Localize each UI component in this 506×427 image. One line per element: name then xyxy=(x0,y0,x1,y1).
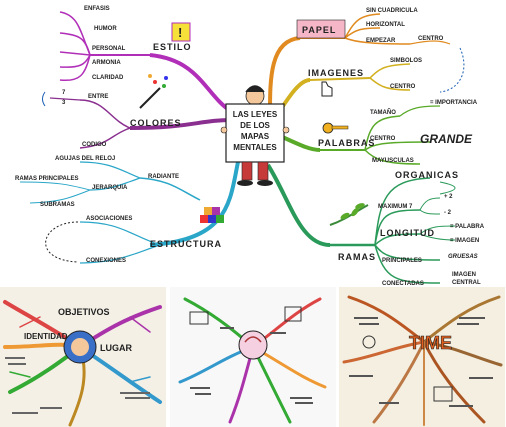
estructura-item-radiante: RADIANTE xyxy=(148,174,179,180)
estructura-title: ESTRUCTURA xyxy=(150,239,222,249)
palabras-item-mayusculas: MAYUSCULAS xyxy=(372,158,414,164)
branch-palabras: PALABRAS TAMAÑO = IMPORTANCIA CENTRO GRA… xyxy=(277,100,478,165)
ramas-item-maximum: MAXIMUM 7 xyxy=(378,204,413,210)
colores-item-codigo: CODIGO xyxy=(82,142,107,148)
imagenes-title: IMAGENES xyxy=(308,68,364,78)
papel-box xyxy=(296,19,346,39)
imagenes-item-simbolos: SIMBOLOS xyxy=(390,58,422,64)
estructura-item-asociaciones: ASOCIACIONES xyxy=(86,216,132,222)
thumb3-text-time: TIME xyxy=(409,333,452,353)
estructura-item-agujas: AGUJAS DEL RELOJ xyxy=(55,156,115,162)
branch-papel: PAPEL SIN CUADRICULA HORIZONTAL EMPEZAR … xyxy=(268,8,465,113)
estilo-item-armonia: ARMONIA xyxy=(92,60,121,66)
estructura-item-jerarquia: JERARQUIA xyxy=(92,185,128,191)
thumbnail-2 xyxy=(169,287,337,427)
thumb1-text-objetivos: OBJETIVOS xyxy=(58,307,110,317)
thumb1-text-identidad: IDENTIDAD xyxy=(24,332,68,341)
papel-title: PAPEL xyxy=(302,25,336,35)
colores-number-7: 7 xyxy=(62,90,66,96)
thumbnail-1: OBJETIVOS IDENTIDAD LUGAR xyxy=(0,287,167,427)
palabras-item-importancia: = IMPORTANCIA xyxy=(430,100,478,106)
thumbnail-3: TIME xyxy=(339,287,506,427)
papel-item-sin-cuadricula: SIN CUADRICULA xyxy=(366,8,418,14)
imagenes-item-centro: CENTRO xyxy=(390,84,416,90)
colores-title: COLORES xyxy=(130,118,182,128)
colores-number-3: 3 xyxy=(62,100,66,106)
thumb1-text-lugar: LUGAR xyxy=(100,343,132,353)
papel-item-horizontal: HORIZONTAL xyxy=(366,22,405,28)
svg-text:!: ! xyxy=(178,25,182,40)
magic-wand-icon xyxy=(139,74,168,109)
center-line-1: LAS LEYES xyxy=(233,110,278,119)
ramas-item-minus2: - 2 xyxy=(444,210,452,216)
branch-estilo: ESTILO ENFASIS HUMOR PERSONAL ARMONIA CL… xyxy=(59,6,234,114)
central-figure: LAS LEYES DE LOS MAPAS MENTALES xyxy=(220,85,290,186)
palabras-item-tamano: TAMAÑO xyxy=(370,109,396,116)
ramas-item-organicas: ORGANICAS xyxy=(395,170,459,180)
thumbnail-strip: OBJETIVOS IDENTIDAD LUGAR xyxy=(0,287,506,427)
ramas-item-plus2: + 2 xyxy=(444,194,453,200)
estilo-item-claridad: CLARIDAD xyxy=(92,75,124,81)
key-icon xyxy=(322,122,349,134)
ramas-item-imagen-central-1: IMAGEN xyxy=(452,272,476,278)
ramas-title: RAMAS xyxy=(338,252,376,262)
ramas-item-gruesas: GRUESAS xyxy=(448,254,478,260)
leaf-branch-icon xyxy=(329,203,369,226)
ramas-item-palabra: = PALABRA xyxy=(450,224,485,230)
estilo-item-personal: PERSONAL xyxy=(92,46,126,52)
palabras-item-centro: CENTRO xyxy=(370,136,396,142)
papel-item-empezar: EMPEZAR xyxy=(366,38,396,44)
central-sign xyxy=(225,103,285,163)
branch-colores: COLORES ENTRE CODIGO 7 3 xyxy=(42,74,233,149)
palabras-item-grande: GRANDE xyxy=(420,132,473,146)
colores-item-entre: ENTRE xyxy=(88,94,108,100)
palabras-title: PALABRAS xyxy=(318,138,375,148)
estructura-item-subramas: SUBRAMAS xyxy=(40,202,75,208)
center-line-4: MENTALES xyxy=(233,143,277,152)
estilo-item-enfasis: ENFASIS xyxy=(84,6,110,12)
ramas-item-longitud: LONGITUD xyxy=(380,228,435,238)
center-line-3: MAPAS xyxy=(241,132,270,141)
center-line-2: DE LOS xyxy=(240,121,270,130)
papel-item-centro: CENTRO xyxy=(418,36,444,42)
exclamation-icon: ! xyxy=(171,22,191,42)
ramas-item-imagen-central-2: CENTRAL xyxy=(452,280,481,286)
estilo-item-humor: HUMOR xyxy=(94,26,117,32)
branch-estructura: ESTRUCTURA RADIANTE AGUJAS DEL RELOJ JER… xyxy=(15,156,240,264)
main-mind-map: ESTILO ENFASIS HUMOR PERSONAL ARMONIA CL… xyxy=(15,6,485,287)
branch-imagenes: IMAGENES SIMBOLOS CENTRO xyxy=(273,58,422,120)
ramas-item-imagen: = IMAGEN xyxy=(450,238,479,244)
pointing-hand-icon xyxy=(321,81,333,97)
branch-ramas: RAMAS ORGANICAS MAXIMUM 7 + 2 - 2 LONGIT… xyxy=(266,163,485,287)
building-blocks-icon xyxy=(200,207,224,223)
estilo-title: ESTILO xyxy=(153,42,192,52)
estructura-item-conexiones: CONEXIONES xyxy=(86,258,126,264)
ramas-item-principales: PRINCIPALES xyxy=(382,258,422,264)
ramas-item-conectadas: CONECTADAS xyxy=(382,281,424,287)
estructura-item-ramas-principales: RAMAS PRINCIPALES xyxy=(15,176,79,182)
